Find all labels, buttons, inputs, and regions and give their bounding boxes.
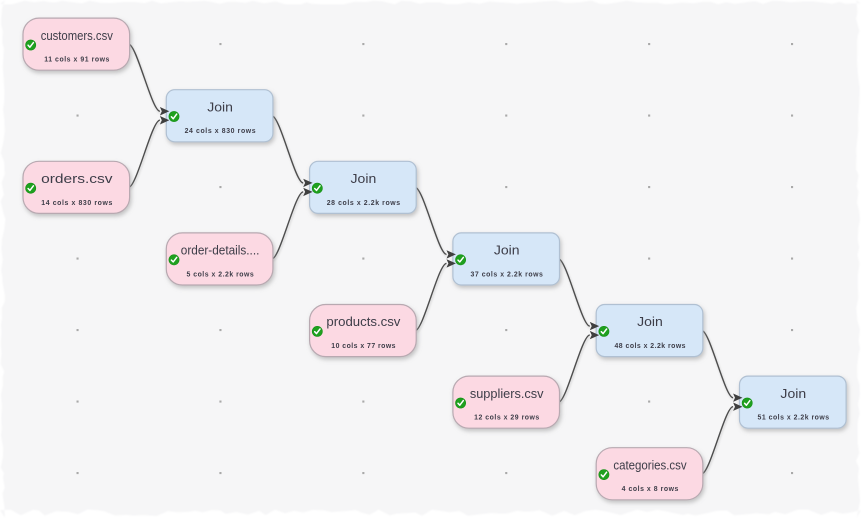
svg-text:10 cols x 77 rows: 10 cols x 77 rows bbox=[331, 343, 395, 350]
svg-text:11 cols x 91 rows: 11 cols x 91 rows bbox=[44, 57, 109, 64]
svg-text:customers.csv: customers.csv bbox=[41, 28, 114, 43]
svg-text:Join: Join bbox=[637, 314, 663, 329]
svg-text:Join: Join bbox=[207, 99, 233, 114]
svg-text:51 cols x 2.2k rows: 51 cols x 2.2k rows bbox=[758, 415, 830, 422]
svg-text:14 cols x 830 rows: 14 cols x 830 rows bbox=[41, 200, 112, 207]
svg-text:Join: Join bbox=[351, 171, 377, 186]
svg-text:suppliers.csv: suppliers.csv bbox=[470, 386, 544, 401]
svg-text:products.csv: products.csv bbox=[326, 314, 400, 329]
svg-text:Join: Join bbox=[494, 243, 520, 258]
svg-text:categories.csv: categories.csv bbox=[613, 457, 687, 472]
svg-text:37 cols x 2.2k rows: 37 cols x 2.2k rows bbox=[471, 271, 543, 278]
svg-text:48 cols x 2.2k rows: 48 cols x 2.2k rows bbox=[615, 343, 686, 350]
svg-text:orders.csv: orders.csv bbox=[41, 171, 113, 186]
svg-text:order-details....: order-details.... bbox=[181, 243, 260, 258]
svg-text:28 cols x 2.2k rows: 28 cols x 2.2k rows bbox=[327, 200, 401, 207]
svg-text:5 cols x 2.2k rows: 5 cols x 2.2k rows bbox=[186, 271, 253, 278]
svg-text:12 cols x 29 rows: 12 cols x 29 rows bbox=[474, 415, 539, 422]
svg-text:Join: Join bbox=[780, 386, 806, 401]
svg-text:24 cols x 830 rows: 24 cols x 830 rows bbox=[185, 128, 256, 135]
svg-text:4 cols x 8 rows: 4 cols x 8 rows bbox=[622, 486, 679, 493]
